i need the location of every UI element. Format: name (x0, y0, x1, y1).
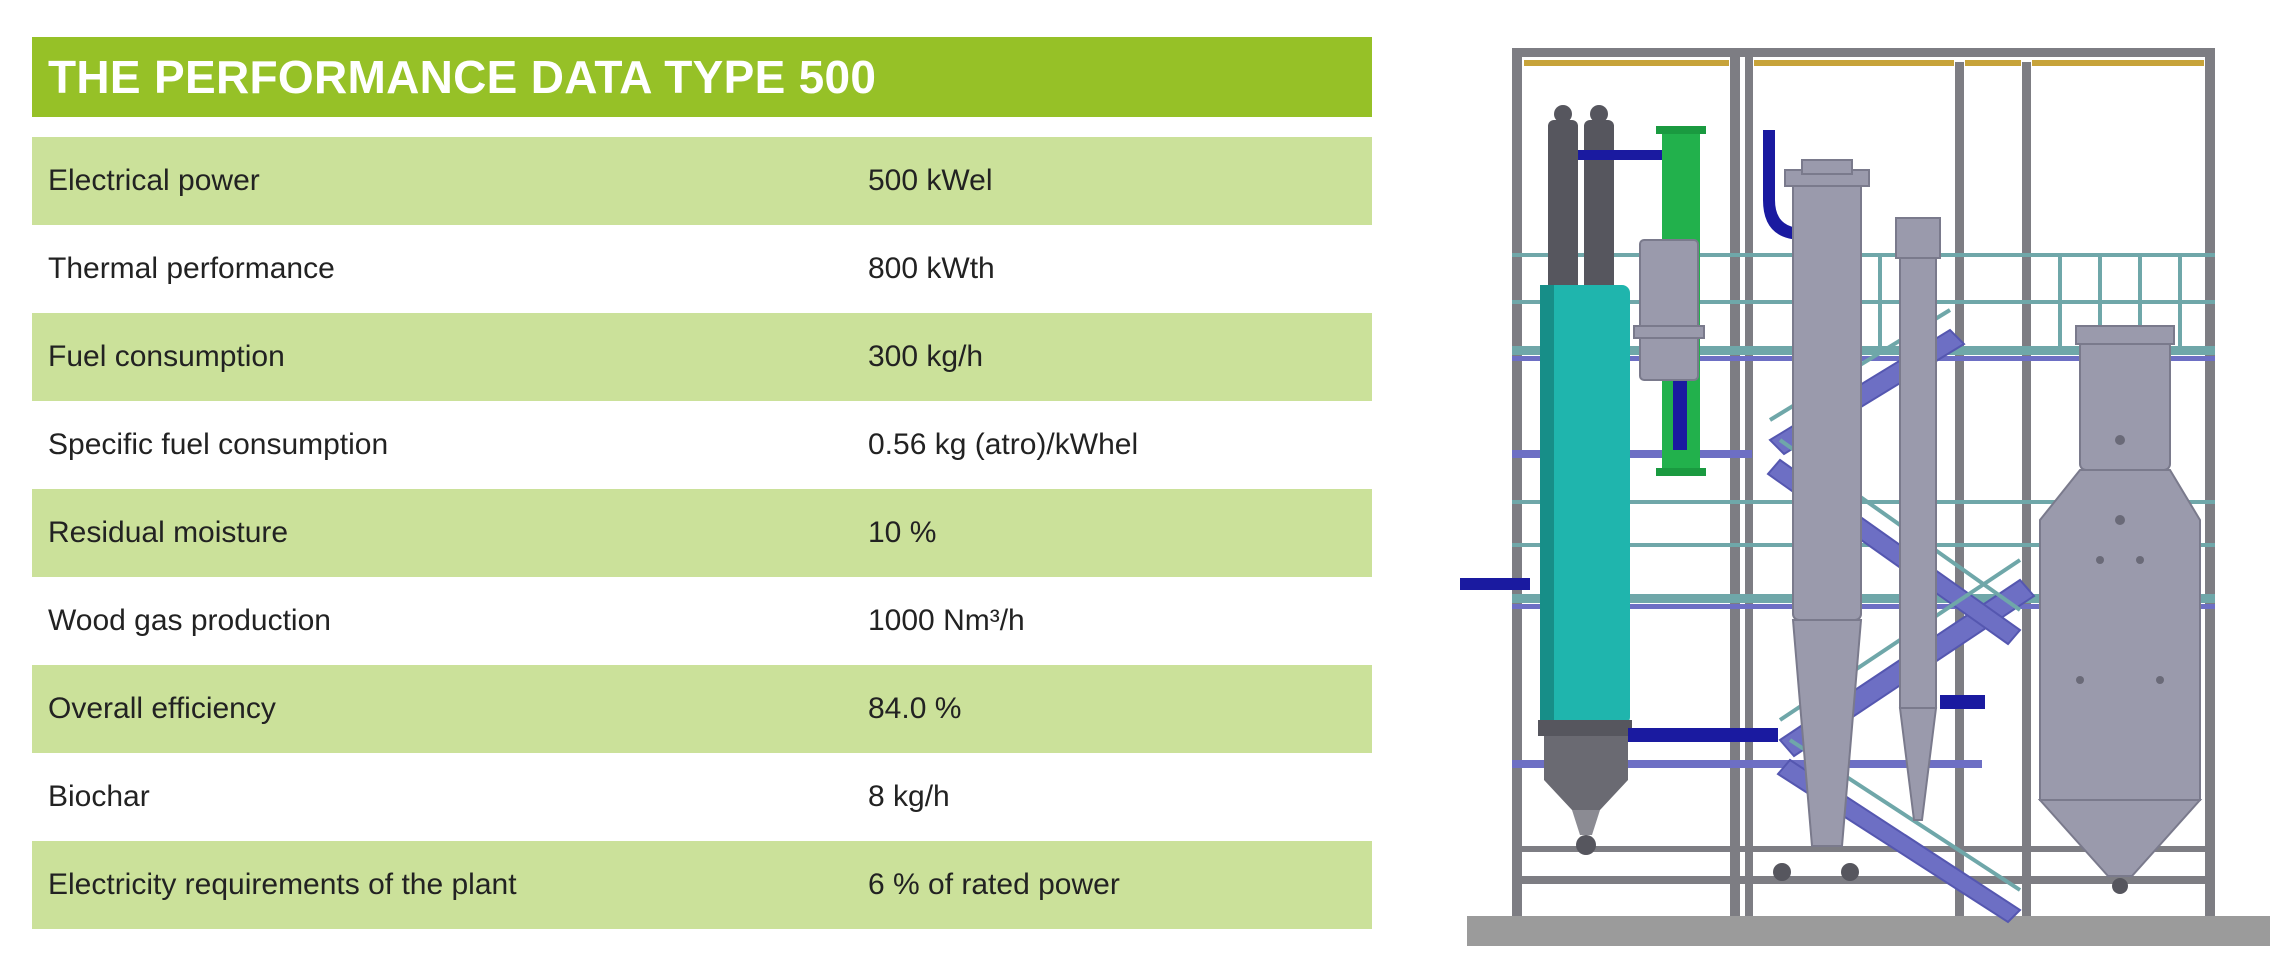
table-row: Fuel consumption 300 kg/h (32, 313, 1372, 401)
row-label-specific-fuel-consumption: Specific fuel consumption (48, 428, 389, 461)
cyan-column (1538, 285, 1632, 855)
row-label-overall-efficiency: Overall efficiency (48, 692, 276, 725)
row-value-thermal-performance: 800 kWth (868, 252, 995, 285)
row-value-overall-efficiency: 84.0 % (868, 692, 962, 725)
row-value-electricity-requirements: 6 % of rated power (868, 868, 1120, 901)
grey-vessel-right (1895, 217, 1941, 821)
row-value-specific-fuel-consumption: 0.56 kg (atro)/kWhel (868, 428, 1139, 461)
grey-vessel-left (1784, 159, 1870, 847)
lower-floor (1512, 760, 2215, 852)
table-title: THE PERFORMANCE DATA TYPE 500 (32, 37, 1372, 117)
row-value-wood-gas-production: 1000 Nm³/h (868, 604, 1025, 637)
table-row: Thermal performance 800 kWth (32, 225, 1372, 313)
row-value-residual-moisture: 10 % (868, 516, 937, 549)
reactor-vessel (2037, 325, 2203, 877)
steel-frame (1512, 48, 2215, 916)
table-row: Electrical power 500 kWel (32, 137, 1372, 225)
base-slab (1467, 916, 2270, 946)
table-row: Residual moisture 10 % (32, 489, 1372, 577)
row-label-electrical-power: Electrical power (48, 164, 260, 197)
table-row: Electricity requirements of the plant 6 … (32, 841, 1372, 929)
row-value-fuel-consumption: 300 kg/h (868, 340, 984, 373)
performance-table: THE PERFORMANCE DATA TYPE 500 Electrical… (32, 37, 1372, 929)
row-label-residual-moisture: Residual moisture (48, 516, 289, 549)
small-vessel (1633, 239, 1705, 381)
reactor-ports (2076, 435, 2164, 684)
table-row: Specific fuel consumption 0.56 kg (atro)… (32, 401, 1372, 489)
table-row: Wood gas production 1000 Nm³/h (32, 577, 1372, 665)
table-row: Biochar 8 kg/h (32, 753, 1372, 841)
gasification-plant-illustration (1460, 48, 2270, 946)
gas-bottles (1548, 105, 1614, 300)
row-label-wood-gas-production: Wood gas production (48, 604, 331, 637)
row-label-biochar: Biochar (48, 780, 150, 813)
blue-pipes (1460, 130, 1985, 742)
table-row: Overall efficiency 84.0 % (32, 665, 1372, 753)
row-value-electrical-power: 500 kWel (868, 164, 993, 197)
row-label-thermal-performance: Thermal performance (48, 252, 335, 285)
row-label-fuel-consumption: Fuel consumption (48, 340, 285, 373)
top-beam-trim (1524, 60, 2204, 66)
pumps (1773, 863, 2128, 894)
row-label-electricity-requirements: Electricity requirements of the plant (48, 868, 517, 901)
row-value-biochar: 8 kg/h (868, 780, 950, 813)
